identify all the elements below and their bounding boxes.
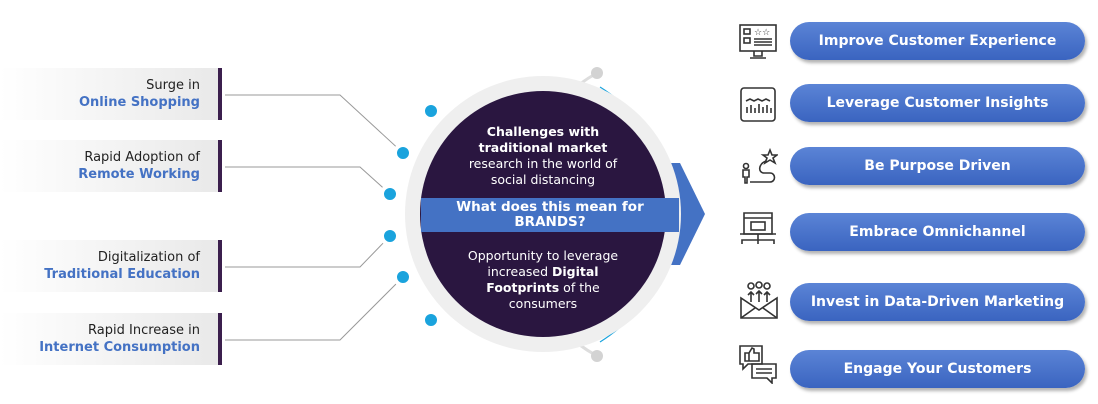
person-path-star-icon xyxy=(742,147,778,184)
invest-data-driven-marketing-button[interactable]: Invest in Data-Driven Marketing xyxy=(790,283,1085,321)
driver-text: Digitalization of xyxy=(97,250,200,265)
driver-education: Digitalization of Traditional Education xyxy=(0,240,222,292)
driver-internet: Rapid Increase in Internet Consumption xyxy=(0,313,222,365)
center-challenges-text: Challenges with traditional market resea… xyxy=(455,124,631,188)
brands-question: What does this mean for BRANDS? xyxy=(456,199,644,230)
envelope-marketing-icon xyxy=(740,281,778,319)
band-bg xyxy=(421,198,679,232)
opportunity-c: of the consumers xyxy=(508,280,600,311)
engage-your-customers-button[interactable]: Engage Your Customers xyxy=(790,350,1085,388)
opportunity-a: Opportunity to leverage increased xyxy=(467,248,619,279)
gray-dot xyxy=(591,350,603,362)
challenges-bold: Challenges with traditional market xyxy=(478,124,608,155)
connector-lines xyxy=(225,94,404,341)
monitor-rating-icon: ☆☆ xyxy=(739,24,777,59)
driver-text: Rapid Increase in xyxy=(88,323,200,338)
improve-customer-experience-button[interactable]: Improve Customer Experience xyxy=(790,22,1085,60)
driver-text: Rapid Adoption of xyxy=(84,150,200,165)
svg-text:☆☆: ☆☆ xyxy=(754,28,770,38)
chat-thumbs-up-icon xyxy=(739,345,777,384)
analytics-chart-icon xyxy=(740,87,776,122)
storefront-network-icon xyxy=(740,212,776,244)
driver-remote-working: Rapid Adoption of Remote Working xyxy=(0,140,222,192)
be-purpose-driven-button[interactable]: Be Purpose Driven xyxy=(790,147,1085,185)
driver-highlight: Online Shopping xyxy=(79,95,200,110)
embrace-omnichannel-button[interactable]: Embrace Omnichannel xyxy=(790,213,1085,251)
center-opportunity-text: Opportunity to leverage increased Digita… xyxy=(458,248,628,312)
blue-dots xyxy=(380,101,441,330)
challenges-rest: research in the world of social distanci… xyxy=(468,156,618,187)
opportunity-bold: Digital Footprints xyxy=(486,264,599,295)
driver-text: Surge in xyxy=(146,78,200,93)
leverage-customer-insights-button[interactable]: Leverage Customer Insights xyxy=(790,84,1085,122)
driver-online-shopping: Surge in Online Shopping xyxy=(0,68,222,120)
gray-dot xyxy=(591,67,603,79)
driver-highlight: Remote Working xyxy=(78,167,200,182)
driver-highlight: Traditional Education xyxy=(44,267,200,282)
driver-highlight: Internet Consumption xyxy=(39,340,200,355)
